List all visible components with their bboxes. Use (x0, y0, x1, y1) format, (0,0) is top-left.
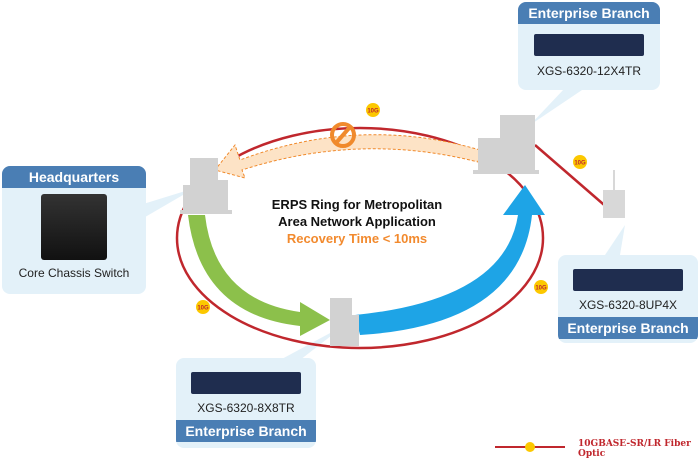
branch-right-card: XGS-6320-8UP4X Enterprise Branch (558, 255, 698, 343)
hq-callout-pointer (140, 188, 195, 220)
blocked-icon (330, 122, 356, 148)
svg-text:10G: 10G (535, 286, 547, 292)
branch-bottom-card: XGS-6320-8X8TR Enterprise Branch (176, 358, 316, 448)
branch-bottom-device: XGS-6320-8X8TR (197, 401, 295, 415)
recovery-time: Recovery Time < 10ms (286, 231, 428, 246)
switch-image (534, 34, 644, 56)
link-badge-right: 10G (534, 280, 548, 294)
hq-building-icon (180, 158, 232, 214)
branch-top-card: Enterprise Branch XGS-6320-12X4TR (518, 2, 660, 90)
svg-text:10G: 10G (574, 161, 586, 167)
right-building-icon (603, 170, 625, 218)
headquarters-card: Headquarters Core Chassis Switch (2, 166, 146, 294)
blue-traffic-arrow (355, 185, 545, 335)
blocked-path-arrow (214, 134, 481, 179)
svg-text:10G: 10G (367, 109, 379, 115)
branch-right-title: Enterprise Branch (558, 317, 698, 339)
legend-label: 10GBASE-SR/LR Fiber Optic (578, 439, 691, 459)
bottom-building-icon (330, 298, 359, 346)
branch-top-title: Enterprise Branch (518, 2, 660, 24)
diagram-caption: ERPS Ring for Metropolitan Area Network … (262, 196, 452, 247)
top-callout-pointer (530, 88, 585, 125)
switch-image (191, 372, 301, 394)
headquarters-device: Core Chassis Switch (18, 266, 130, 280)
link-badge-left: 10G (196, 300, 210, 314)
legend-badge (525, 442, 535, 452)
switch-image (573, 269, 683, 291)
caption-line-2: Area Network Application (278, 214, 436, 229)
bottom-callout-pointer (280, 325, 345, 360)
core-chassis-switch-image (41, 194, 107, 260)
green-traffic-arrow (188, 215, 330, 336)
caption-line-1: ERPS Ring for Metropolitan (271, 197, 443, 212)
spur-link (534, 144, 611, 211)
link-badge-spur: 10G (573, 155, 587, 169)
svg-text:10G: 10G (197, 306, 209, 312)
right-callout-pointer (605, 225, 625, 255)
link-badge-top: 10G (366, 103, 380, 117)
branch-right-device: XGS-6320-8UP4X (578, 298, 678, 312)
top-building-icon (473, 115, 539, 174)
branch-top-device: XGS-6320-12X4TR (536, 64, 642, 78)
branch-bottom-title: Enterprise Branch (176, 420, 316, 442)
fiber-ring (175, 126, 545, 350)
headquarters-title: Headquarters (2, 166, 146, 188)
